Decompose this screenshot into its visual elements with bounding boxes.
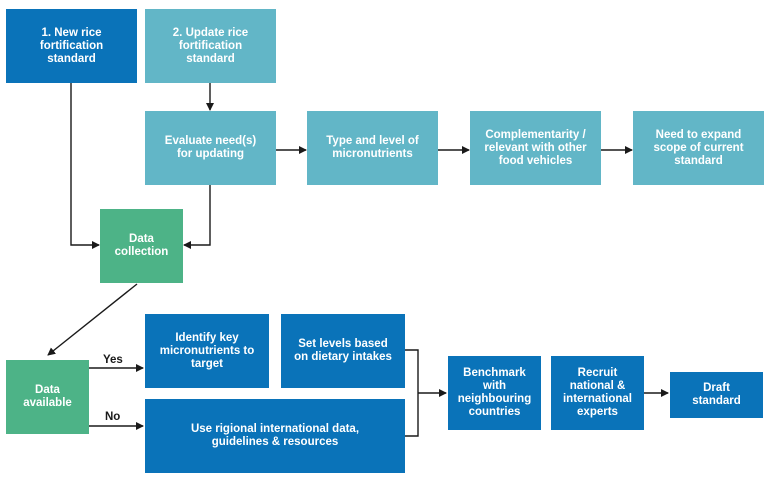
set-levels-box: Set levels based on dietary intakes xyxy=(281,314,405,388)
update-standard-box: 2. Update rice fortification standard xyxy=(145,9,276,83)
recruit-box: Recruit national & international experts xyxy=(551,356,644,430)
yes-label: Yes xyxy=(103,354,123,366)
merge-bracket xyxy=(405,349,419,437)
arrow-datacollection-to-available xyxy=(47,283,138,356)
benchmark-box: Benchmark with neighbouring countries xyxy=(448,356,541,430)
complementarity-box: Complementarity / relevant with other fo… xyxy=(470,111,601,185)
arrow-evaluate-to-datacollection xyxy=(183,185,211,249)
expand-scope-box: Need to expand scope of current standard xyxy=(633,111,764,185)
evaluate-needs-box: Evaluate need(s) for updating xyxy=(145,111,276,185)
data-collection-box: Data collection xyxy=(100,209,183,283)
data-available-box: Data available xyxy=(6,360,89,434)
arrow-new-to-datacollection xyxy=(70,83,100,249)
draft-standard-box: Draft standard xyxy=(670,372,763,418)
new-standard-box: 1. New rice fortification standard xyxy=(6,9,137,83)
identify-key-box: Identify key micronutrients to target xyxy=(145,314,269,388)
use-regional-box: Use rigional international data, guideli… xyxy=(145,399,405,473)
type-level-box: Type and level of micronutrients xyxy=(307,111,438,185)
no-label: No xyxy=(105,411,121,423)
